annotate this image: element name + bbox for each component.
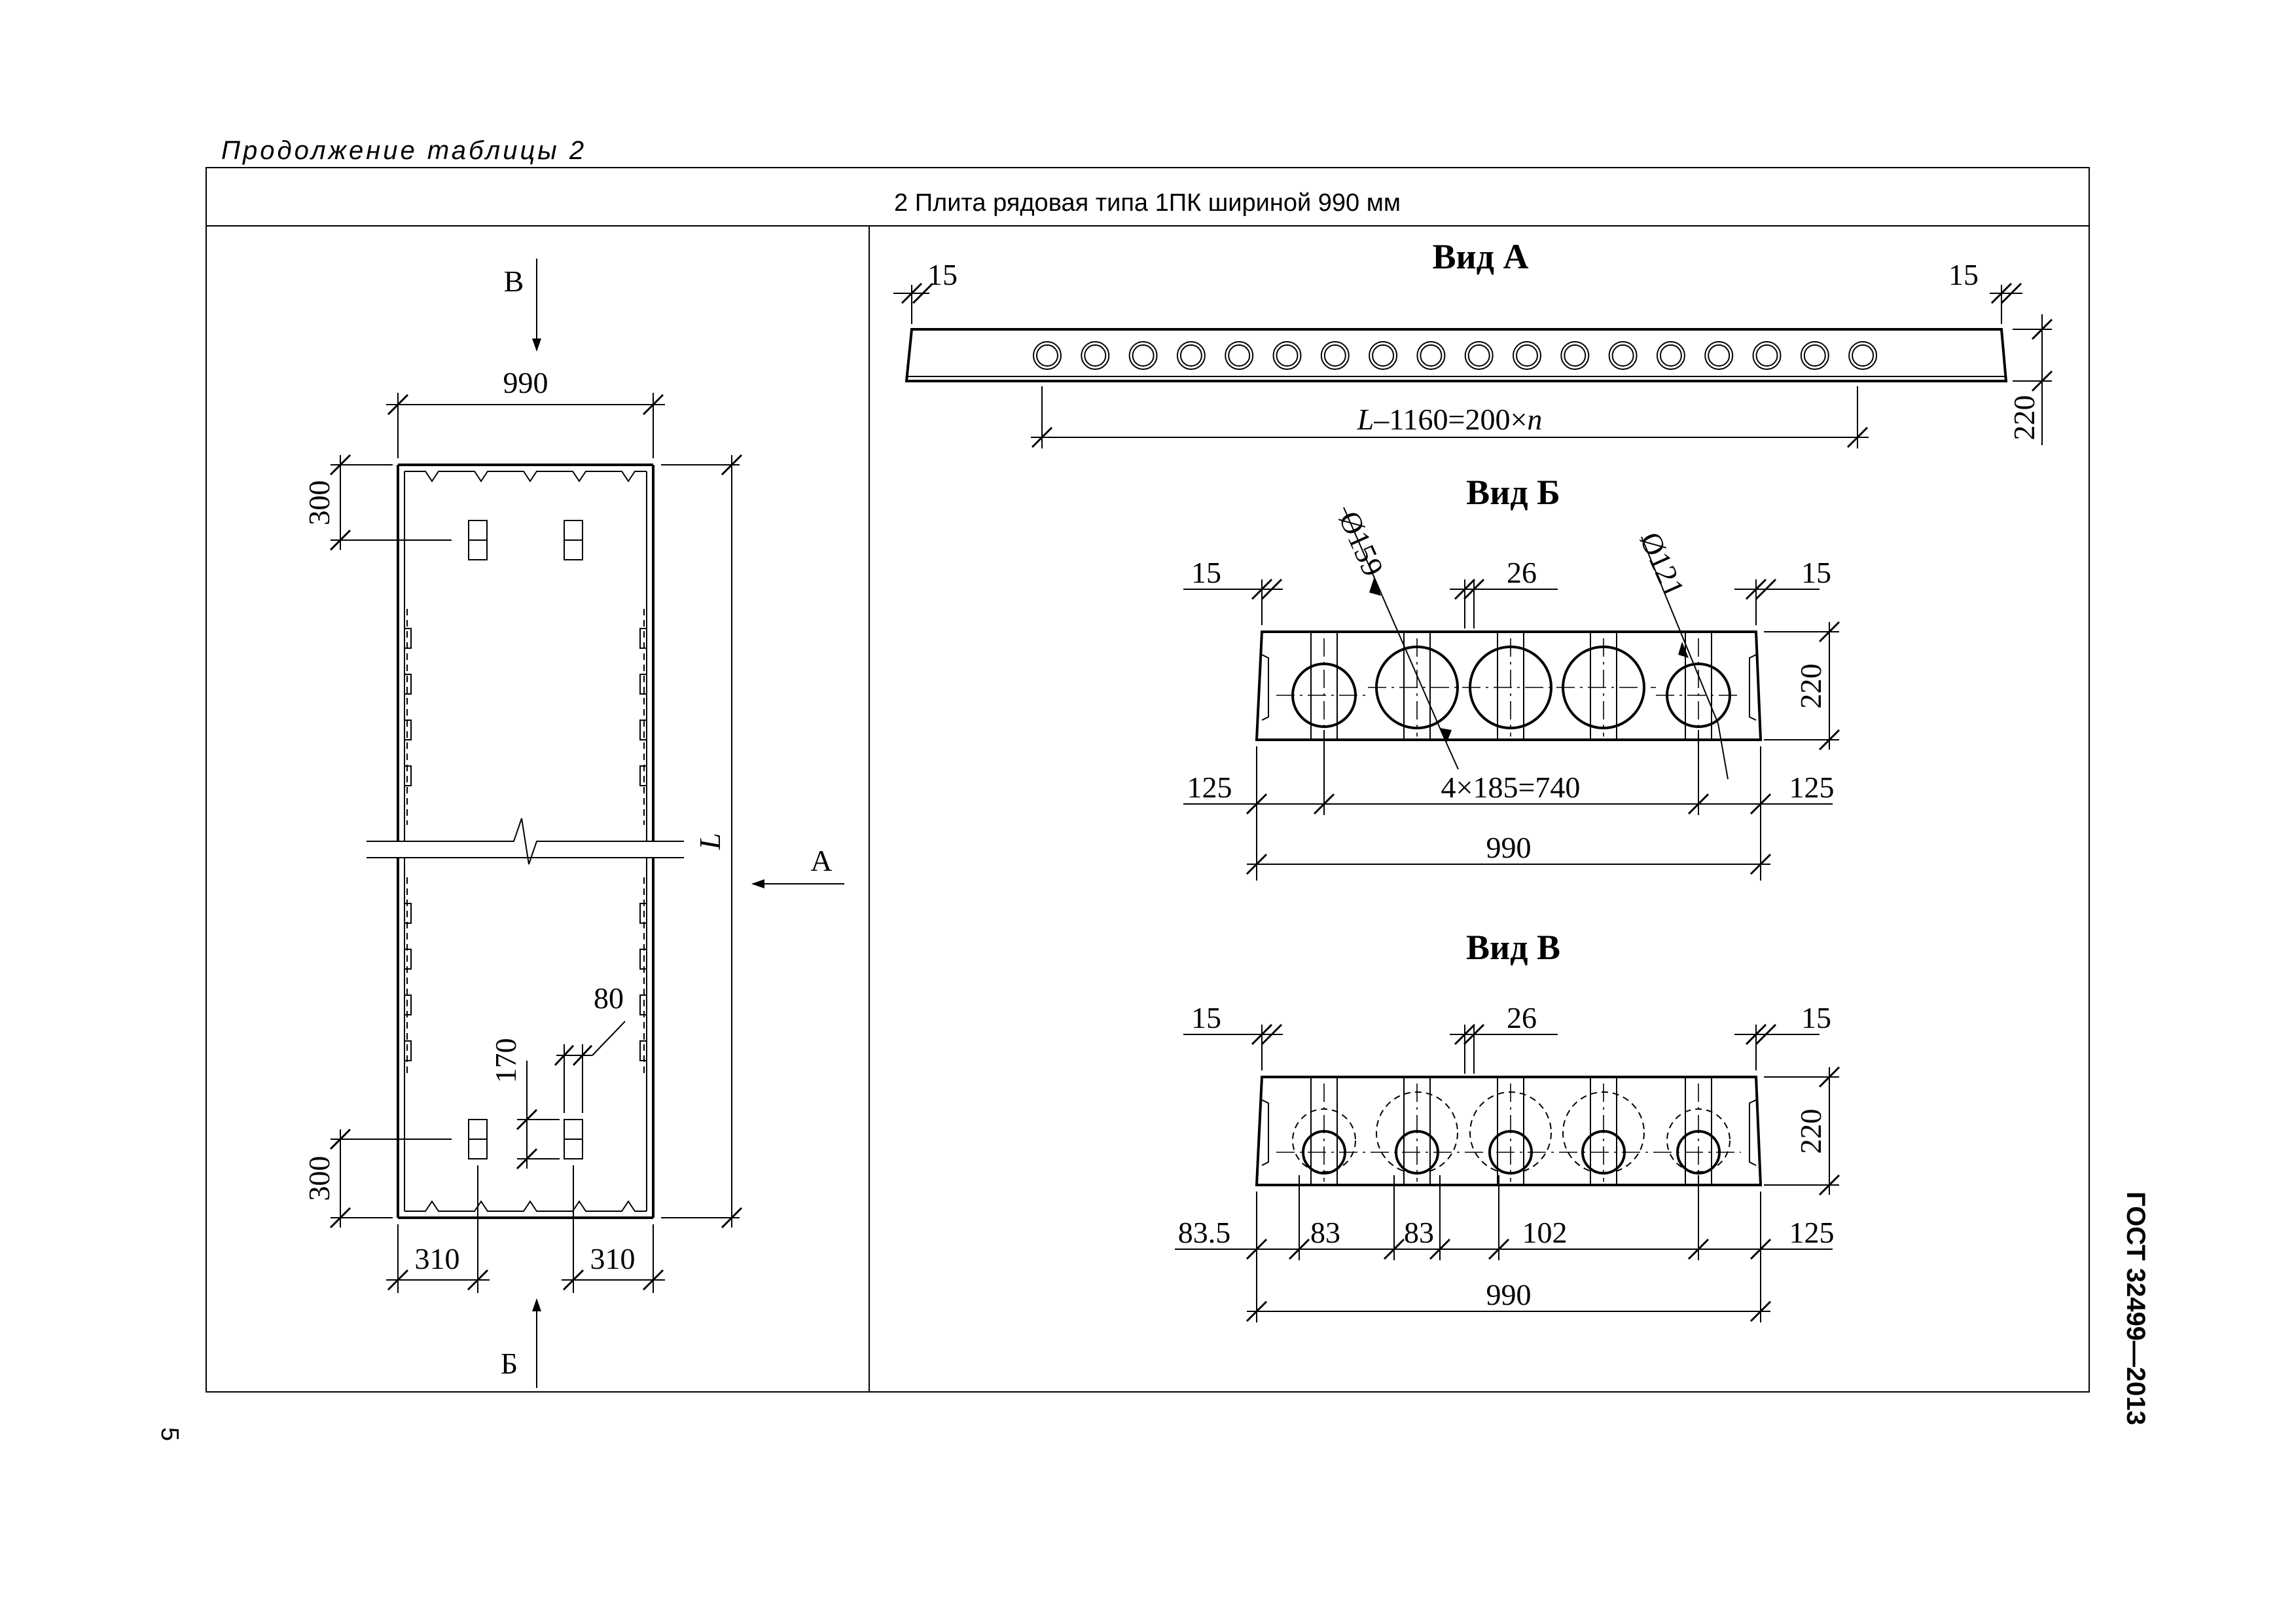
view-v-right-chamfer: 15 <box>1801 1001 1831 1034</box>
view-a-core-inner <box>1228 344 1251 367</box>
view-v-d5: 125 <box>1789 1216 1835 1249</box>
view-a-core-inner <box>1564 344 1587 367</box>
loop-height-dim: 170 <box>489 1038 522 1084</box>
view-b-pitch: 4×185=740 <box>1441 771 1581 804</box>
view-v-d1: 83.5 <box>1178 1216 1231 1249</box>
lifting-loop-top-right <box>564 520 583 560</box>
view-a-core-inner <box>1611 344 1634 367</box>
view-a-core-inner <box>1803 344 1826 367</box>
view-a-core-outer <box>1464 341 1494 370</box>
view-v-d4: 102 <box>1522 1216 1568 1249</box>
view-a-core-outer <box>1416 341 1446 370</box>
view-a-core-outer <box>1320 341 1350 370</box>
view-a-core-inner <box>1516 344 1538 367</box>
view-b-width: 990 <box>1486 831 1532 864</box>
view-a-core-inner <box>1323 344 1346 367</box>
loop-offset-left-dim: 310 <box>415 1242 460 1275</box>
view-a-core-outer <box>1272 341 1302 370</box>
continuation-caption: Продолжение таблицы 2 <box>221 136 586 165</box>
view-a-core-inner <box>1179 344 1202 367</box>
view-a-cores <box>1033 341 1878 370</box>
view-b-dia-small: Ø121 <box>1634 527 1691 602</box>
view-a-core-outer <box>1848 341 1878 370</box>
view-a-core-outer <box>1513 341 1541 370</box>
view-a-span: L–1160=200×n <box>1357 403 1543 436</box>
plan-view: В Б А <box>302 259 844 1388</box>
view-v-title: Вид В <box>1466 928 1560 967</box>
view-a-core-inner <box>1659 344 1682 367</box>
view-a-core-inner <box>1132 344 1155 367</box>
view-a-core-outer <box>1128 341 1158 370</box>
view-b-edge-left: 125 <box>1187 771 1232 804</box>
view-v-height: 220 <box>1794 1109 1827 1154</box>
view-a-core-outer <box>1800 341 1829 370</box>
view-b-dia-large: Ø159 <box>1333 506 1390 581</box>
view-b-right-chamfer: 15 <box>1801 556 1831 589</box>
view-a-core-inner <box>1467 344 1490 367</box>
view-a-height: 220 <box>2007 395 2041 441</box>
view-a-core-outer <box>1608 341 1638 370</box>
view-v-left-chamfer: 15 <box>1191 1001 1221 1034</box>
view-a-core-inner <box>1755 344 1778 367</box>
view-a-core-inner <box>1708 344 1731 367</box>
view-a-core-outer <box>1656 341 1685 370</box>
view-b: Вид Б <box>1183 473 1840 881</box>
view-a-core-outer <box>1033 341 1062 370</box>
view-a-core-outer <box>1560 341 1590 370</box>
view-b-title: Вид Б <box>1466 473 1560 512</box>
view-a-core-inner <box>1276 344 1299 367</box>
view-b-edge-right: 125 <box>1789 771 1835 804</box>
view-a-core-inner <box>1084 344 1107 367</box>
view-a-right-chamfer: 15 <box>1948 258 1979 291</box>
view-v-rib: 26 <box>1507 1001 1537 1034</box>
arrow-side-label: А <box>810 844 832 877</box>
view-a-core-inner <box>1852 344 1874 367</box>
view-a-core-inner <box>1420 344 1443 367</box>
arrow-bottom-label: Б <box>501 1347 518 1380</box>
loop-width-dim: 80 <box>594 981 624 1015</box>
view-a-core-outer <box>1752 341 1782 370</box>
view-b-rib: 26 <box>1507 556 1537 589</box>
view-a-core-outer <box>1225 341 1254 370</box>
view-a: Вид А 15 15 220 <box>893 237 2053 448</box>
page-number: 5 <box>156 1427 183 1441</box>
table-frame <box>206 167 2090 1393</box>
view-a-left-chamfer: 15 <box>927 258 958 291</box>
lifting-loop-bottom-left <box>468 1119 488 1159</box>
view-a-core-inner <box>1372 344 1395 367</box>
view-a-core-outer <box>1369 341 1398 370</box>
view-a-title: Вид А <box>1433 237 1529 276</box>
plan-length-dim: L <box>693 833 726 850</box>
lifting-loop-top-left <box>468 520 488 560</box>
standard-number: ГОСТ 32499—2013 <box>2121 1192 2150 1425</box>
view-a-core-outer <box>1176 341 1206 370</box>
view-b-height: 220 <box>1794 664 1827 709</box>
view-v: Вид В <box>1175 928 1840 1322</box>
view-v-width: 990 <box>1486 1278 1532 1311</box>
loop-offset-right-dim: 310 <box>590 1242 636 1275</box>
view-b-left-chamfer: 15 <box>1191 556 1221 589</box>
view-a-core-inner <box>1036 344 1058 367</box>
view-v-d2: 83 <box>1310 1216 1340 1249</box>
view-a-core-outer <box>1704 341 1734 370</box>
view-v-d3: 83 <box>1404 1216 1434 1249</box>
arrow-top-label: В <box>504 264 524 298</box>
table-title: 2 Плита рядовая типа 1ПК шириной 990 мм <box>894 189 1401 217</box>
view-a-core-outer <box>1081 341 1110 370</box>
end-zone-top-dim: 300 <box>302 481 336 526</box>
plan-width-dim: 990 <box>503 366 548 399</box>
lifting-loop-bottom-right <box>564 1119 583 1159</box>
end-zone-bottom-dim: 300 <box>302 1156 336 1201</box>
